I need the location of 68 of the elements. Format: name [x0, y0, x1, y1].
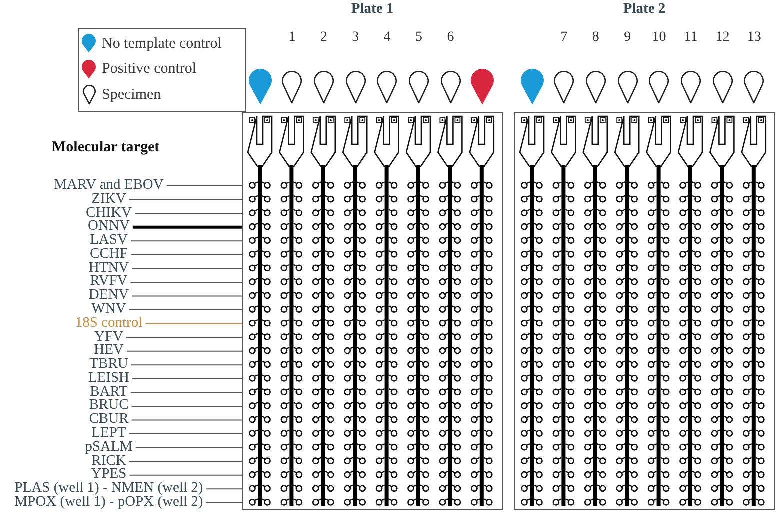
target-label: DENV: [88, 289, 130, 304]
specimen-number: 2: [320, 30, 328, 46]
target-label: RICK: [92, 454, 126, 468]
leader-line: [126, 337, 242, 338]
leader-line: [130, 392, 242, 394]
target-label: TBRU: [90, 358, 128, 372]
specimen-number: 1: [288, 30, 296, 46]
leader-line: [132, 226, 242, 229]
plate-panel: [242, 112, 503, 510]
leader-line: [130, 254, 242, 256]
leader-line: [145, 323, 242, 324]
specimen-number: 4: [384, 30, 391, 46]
target-label: ZIKV: [92, 192, 126, 207]
target-label: pSALM: [85, 441, 133, 455]
target-label: MPOX (well 1) - pOPX (well 2): [14, 496, 204, 510]
leader-line: [131, 406, 242, 407]
leader-line: [134, 213, 242, 214]
leader-line: [129, 474, 242, 476]
leader-line: [131, 420, 242, 421]
legend-label: Positive control: [102, 61, 197, 78]
target-label: LEPT: [92, 427, 126, 441]
target-label: WNV: [92, 303, 126, 317]
leader-line: [128, 199, 242, 200]
target-label: MARV and EBOV: [54, 179, 164, 193]
target-label: CCHF: [90, 248, 128, 262]
specimen-number: 3: [352, 30, 360, 46]
target-label: HTNV: [88, 262, 130, 276]
specimen-number: 13: [747, 30, 762, 46]
leader-line: [132, 268, 242, 270]
specimen-number: 10: [652, 30, 666, 46]
target-label: CHIKV: [86, 206, 132, 220]
leader-line: [130, 240, 242, 242]
legend-label: No template control: [102, 36, 222, 53]
legend-label: Specimen: [102, 86, 162, 104]
target-label: ONNV: [88, 220, 130, 234]
target-label: YPES: [91, 468, 127, 482]
target-label: BART: [90, 386, 128, 400]
target-label: LEISH: [88, 372, 130, 386]
leader-line: [135, 447, 242, 448]
leader-line: [126, 350, 242, 352]
specimen-number: 11: [684, 30, 698, 46]
target-label: PLAS (well 1) - NMEN (well 2): [14, 482, 204, 496]
specimen-number: 6: [447, 30, 454, 46]
target-label: YFV: [94, 330, 124, 344]
target-label: BRUC: [89, 400, 129, 414]
specimen-number: 9: [624, 30, 632, 46]
target-label: HEV: [94, 344, 124, 358]
leader-line: [206, 502, 242, 504]
target-label: LASV: [90, 234, 128, 248]
plate-title: Plate 1: [351, 1, 394, 17]
target-label: CBUR: [89, 413, 129, 428]
plate-panel: [514, 112, 775, 510]
leader-line: [128, 434, 242, 435]
target-label: RVFV: [90, 276, 128, 290]
specimen-number: 12: [716, 30, 730, 46]
leader-line: [130, 364, 242, 366]
leader-line: [206, 488, 242, 490]
leader-line: [130, 282, 242, 283]
leader-line: [128, 310, 242, 311]
column-heading: Molecular target: [52, 140, 160, 156]
leader-line: [132, 378, 242, 380]
plate-title: Plate 2: [623, 1, 666, 17]
leader-line: [128, 461, 242, 462]
specimen-number: 5: [416, 30, 422, 46]
specimen-number: 7: [560, 30, 568, 46]
target-label: 18S control: [75, 317, 143, 331]
specimen-number: 8: [592, 30, 600, 46]
leader-line: [132, 296, 242, 297]
